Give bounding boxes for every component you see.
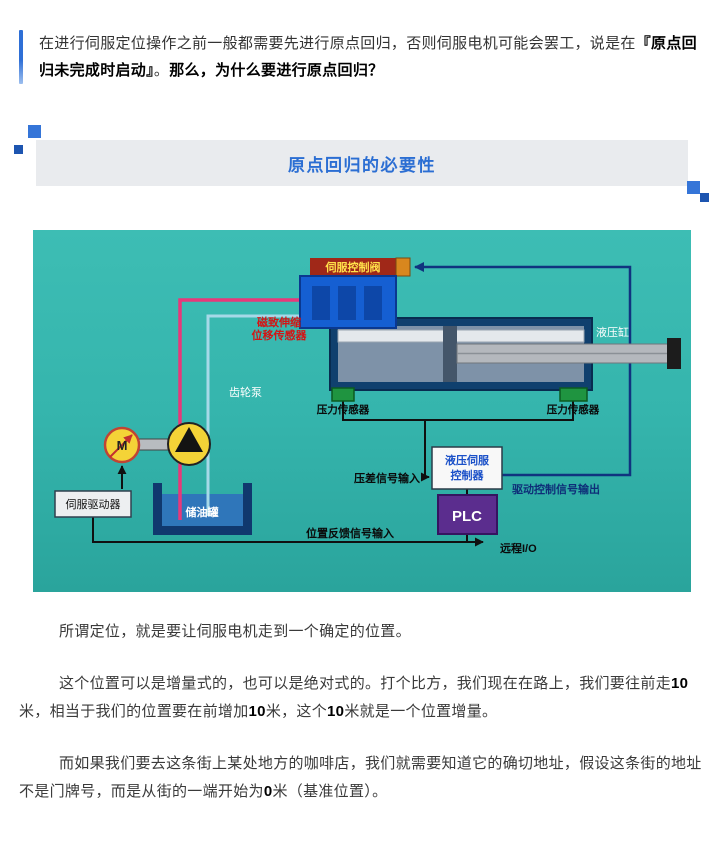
plc-box xyxy=(437,494,498,535)
label-displacement-sensor-1: 磁致伸缩 xyxy=(257,315,301,329)
servo-valve-label-plate xyxy=(310,258,396,276)
paragraph: 所谓定位，就是要让伺服电机走到一个确定的位置。 xyxy=(59,623,411,640)
valve-connector-block xyxy=(395,257,411,277)
label-servo-valve: 伺服控制阀 xyxy=(325,260,381,274)
label-plc: PLC xyxy=(452,508,482,525)
label-controller-1: 液压伺服 xyxy=(445,453,490,467)
article-body: 所谓定位，就是要让伺服电机走到一个确定的位置。 这个位置可以是增量式的，也可以是… xyxy=(19,618,705,806)
piston xyxy=(443,326,457,382)
servo-driver-box xyxy=(54,490,132,518)
label-displacement-sensor-2: 位移传感器 xyxy=(252,328,308,342)
label-motor-m: M xyxy=(117,438,128,453)
paragraph: 而如果我们要去这条街上某处地方的咖啡店，我们就需要知道它的确切地址，假设这条街的… xyxy=(19,755,702,800)
intro-quote: 在进行伺服定位操作之前一般都需要先进行原点回归，否则伺服电机可能会罢工，说是在『… xyxy=(19,30,705,84)
motor-variable-arrow-icon xyxy=(109,434,133,458)
magnetostrictive-sensor-rod xyxy=(337,329,585,343)
valve-port xyxy=(364,286,382,320)
label-position-feedback-input: 位置反馈信号输入 xyxy=(306,526,394,540)
corner-square-icon xyxy=(14,145,23,154)
hydraulic-servo-controller-box xyxy=(431,446,503,490)
pump-triangle-icon xyxy=(175,427,203,452)
corner-square-icon xyxy=(687,181,700,194)
quote-accent-bar xyxy=(19,30,23,84)
hydraulic-servo-diagram-image[interactable]: 伺服控制阀 磁致伸缩 位移传感器 液压缸 齿轮泵 压力传感器 压力传感器 M 伺… xyxy=(33,230,691,592)
label-pressure-sensor-left: 压力传感器 xyxy=(317,403,370,416)
pressure-sensor-left-block xyxy=(331,387,355,402)
oil-tank-bottom xyxy=(153,526,252,535)
wire-position-feedback xyxy=(92,517,484,547)
valve-port xyxy=(338,286,356,320)
rod-end-cap xyxy=(667,338,681,369)
valve-port xyxy=(312,286,330,320)
label-gear-pump: 齿轮泵 xyxy=(229,385,262,399)
oil-tank-wall xyxy=(153,483,162,535)
label-oil-tank: 储油罐 xyxy=(186,505,219,519)
paragraph: 这个位置可以是增量式的，也可以是绝对式的。打个比方，我们现在在路上，我们要往前走… xyxy=(19,675,689,720)
corner-square-icon xyxy=(28,125,41,138)
label-servo-driver: 伺服驱动器 xyxy=(66,498,121,511)
label-controller-2: 控制器 xyxy=(451,468,485,482)
pressure-sensor-right-block xyxy=(559,387,588,402)
oil-tank-liquid xyxy=(162,494,243,527)
label-drive-control-output: 驱动控制信号输出 xyxy=(512,482,600,496)
section-header: 原点回归的必要性 xyxy=(14,125,709,202)
corner-square-icon xyxy=(700,193,709,202)
section-title: 原点回归的必要性 xyxy=(288,155,436,175)
oil-tank-wall xyxy=(243,483,252,535)
wire-pressure-sensors xyxy=(342,401,574,421)
intro-text: 在进行伺服定位操作之前一般都需要先进行原点回归，否则伺服电机可能会罢工，说是在『… xyxy=(39,35,697,79)
diagram-svg: 伺服控制阀 磁致伸缩 位移传感器 液压缸 齿轮泵 压力传感器 压力传感器 M 伺… xyxy=(33,230,691,592)
article-page: 在进行伺服定位操作之前一般都需要先进行原点回归，否则伺服电机可能会罢工，说是在『… xyxy=(0,30,724,806)
label-pressure-diff-input: 压差信号输入 xyxy=(354,471,420,485)
section-banner: 原点回归的必要性 xyxy=(36,140,688,186)
wire-pressure-diff-input xyxy=(420,420,430,482)
label-remote-io: 远程I/O xyxy=(500,541,537,555)
wire-drive-control-output xyxy=(414,262,632,477)
motor-pump-shaft xyxy=(138,438,170,451)
label-hydraulic-cylinder: 液压缸 xyxy=(596,325,629,339)
label-pressure-sensor-right: 压力传感器 xyxy=(547,403,600,416)
